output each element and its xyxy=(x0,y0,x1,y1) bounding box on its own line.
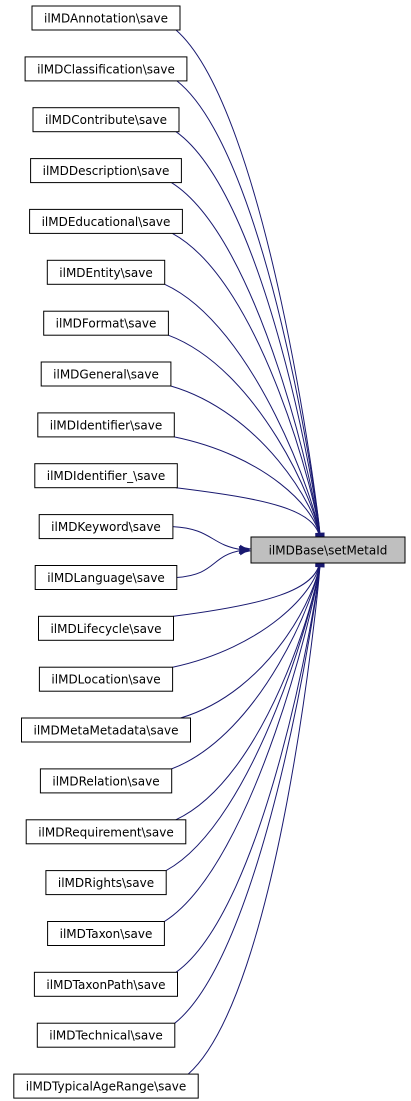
node-label: ilMDFormat\save xyxy=(56,317,157,331)
call-edge-il-mdtechnical-save xyxy=(174,554,325,1024)
node-box xyxy=(37,412,175,438)
node-label: ilMDTechnical\save xyxy=(49,1029,163,1043)
node-label: ilMDContribute\save xyxy=(45,113,167,127)
node-box xyxy=(24,56,188,82)
node-label: ilMDKeyword\save xyxy=(51,520,161,534)
call-edge-il-mdkeyword-save xyxy=(172,526,252,555)
caller-node-il-mdidentifier-save[interactable]: ilMDIdentifier_\save xyxy=(34,463,178,489)
node-label: ilMDTypicalAgeRange\save xyxy=(26,1080,186,1094)
caller-node-il-mdrights-save[interactable]: ilMDRights\save xyxy=(45,870,167,896)
node-box xyxy=(250,536,406,564)
caller-node-il-mdgeneral-save[interactable]: ilMDGeneral\save xyxy=(40,361,172,387)
caller-node-il-mdformat-save[interactable]: ilMDFormat\save xyxy=(43,310,169,336)
node-box xyxy=(25,819,187,845)
call-edge-il-mdentity-save xyxy=(164,283,325,548)
node-label: ilMDAnnotation\save xyxy=(44,12,168,26)
node-label: ilMDIdentifier\save xyxy=(50,418,162,432)
node-box xyxy=(29,208,183,234)
node-label: ilMDTaxon\save xyxy=(60,927,153,941)
node-label: ilMDTaxonPath\save xyxy=(46,978,165,992)
node-box xyxy=(32,107,180,133)
call-edge-il-mdannotation-save xyxy=(175,29,325,545)
node-box xyxy=(31,5,181,31)
node-box xyxy=(47,921,165,946)
node-box xyxy=(30,158,182,184)
caller-node-il-mdclassification-save[interactable]: ilMDClassification\save xyxy=(24,56,188,82)
caller-node-il-mddescription-save[interactable]: ilMDDescription\save xyxy=(30,158,182,184)
node-label: ilMDClassification\save xyxy=(37,62,175,76)
node-box xyxy=(13,1073,199,1099)
node-box xyxy=(33,971,179,997)
caller-node-il-mdtaxon-save[interactable]: ilMDTaxon\save xyxy=(47,921,165,946)
node-label: ilMDEducational\save xyxy=(42,215,171,229)
caller-node-il-mdannotation-save[interactable]: ilMDAnnotation\save xyxy=(31,5,181,31)
node-box xyxy=(34,565,178,590)
node-label: ilMDLanguage\save xyxy=(47,571,165,585)
caller-node-il-mdidentifier-save[interactable]: ilMDIdentifier\save xyxy=(37,412,175,438)
node-box xyxy=(34,463,178,489)
caller-node-il-mdlanguage-save[interactable]: ilMDLanguage\save xyxy=(34,565,178,590)
call-edge-il-mddescription-save xyxy=(171,182,325,547)
node-label: ilMDMetaMetadata\save xyxy=(33,724,178,738)
node-label: ilMDBase\setMetaId xyxy=(269,544,388,558)
caller-node-il-mdtaxon-path-save[interactable]: ilMDTaxonPath\save xyxy=(33,971,179,997)
node-box xyxy=(38,514,174,540)
call-edge-il-mdrequirement-save xyxy=(175,552,325,821)
caller-node-il-mdmeta-metadata-save[interactable]: ilMDMetaMetadata\save xyxy=(21,717,191,743)
node-label: ilMDLocation\save xyxy=(51,673,160,687)
node-label: ilMDIdentifier_\save xyxy=(47,469,165,483)
node-box xyxy=(36,1022,176,1048)
node-box xyxy=(38,615,174,641)
node-box xyxy=(39,768,173,794)
call-edge-il-mdlanguage-save xyxy=(176,546,252,578)
caller-node-il-mdlocation-save[interactable]: ilMDLocation\save xyxy=(38,666,174,692)
caller-node-il-mdentity-save[interactable]: ilMDEntity\save xyxy=(46,259,166,285)
caller-node-il-mdcontribute-save[interactable]: ilMDContribute\save xyxy=(32,107,180,133)
caller-node-il-mdrequirement-save[interactable]: ilMDRequirement\save xyxy=(25,819,187,845)
caller-node-il-mdeducational-save[interactable]: ilMDEducational\save xyxy=(29,208,183,234)
node-box xyxy=(43,310,169,336)
arrowhead-icon xyxy=(238,546,252,556)
node-label: ilMDRequirement\save xyxy=(38,825,174,839)
node-label: ilMDLifecycle\save xyxy=(50,622,161,636)
target-node[interactable]: ilMDBase\setMetaId xyxy=(250,536,406,564)
node-box xyxy=(46,259,166,285)
call-edge-il-mdgeneral-save xyxy=(170,385,325,549)
node-box xyxy=(45,870,167,896)
caller-node-il-mdkeyword-save[interactable]: ilMDKeyword\save xyxy=(38,514,174,540)
node-box xyxy=(21,717,191,743)
node-box xyxy=(40,361,172,387)
node-label: ilMDRelation\save xyxy=(52,774,159,788)
node-box xyxy=(38,666,174,692)
caller-node-il-mdrelation-save[interactable]: ilMDRelation\save xyxy=(39,768,173,794)
node-label: ilMDDescription\save xyxy=(43,164,170,178)
node-label: ilMDEntity\save xyxy=(59,266,152,280)
caller-node-il-mdtypical-age-range-save[interactable]: ilMDTypicalAgeRange\save xyxy=(13,1073,199,1099)
caller-node-il-mdtechnical-save[interactable]: ilMDTechnical\save xyxy=(36,1022,176,1048)
node-label: ilMDGeneral\save xyxy=(53,368,159,382)
caller-node-il-mdlifecycle-save[interactable]: ilMDLifecycle\save xyxy=(38,615,174,641)
node-label: ilMDRights\save xyxy=(58,876,154,890)
